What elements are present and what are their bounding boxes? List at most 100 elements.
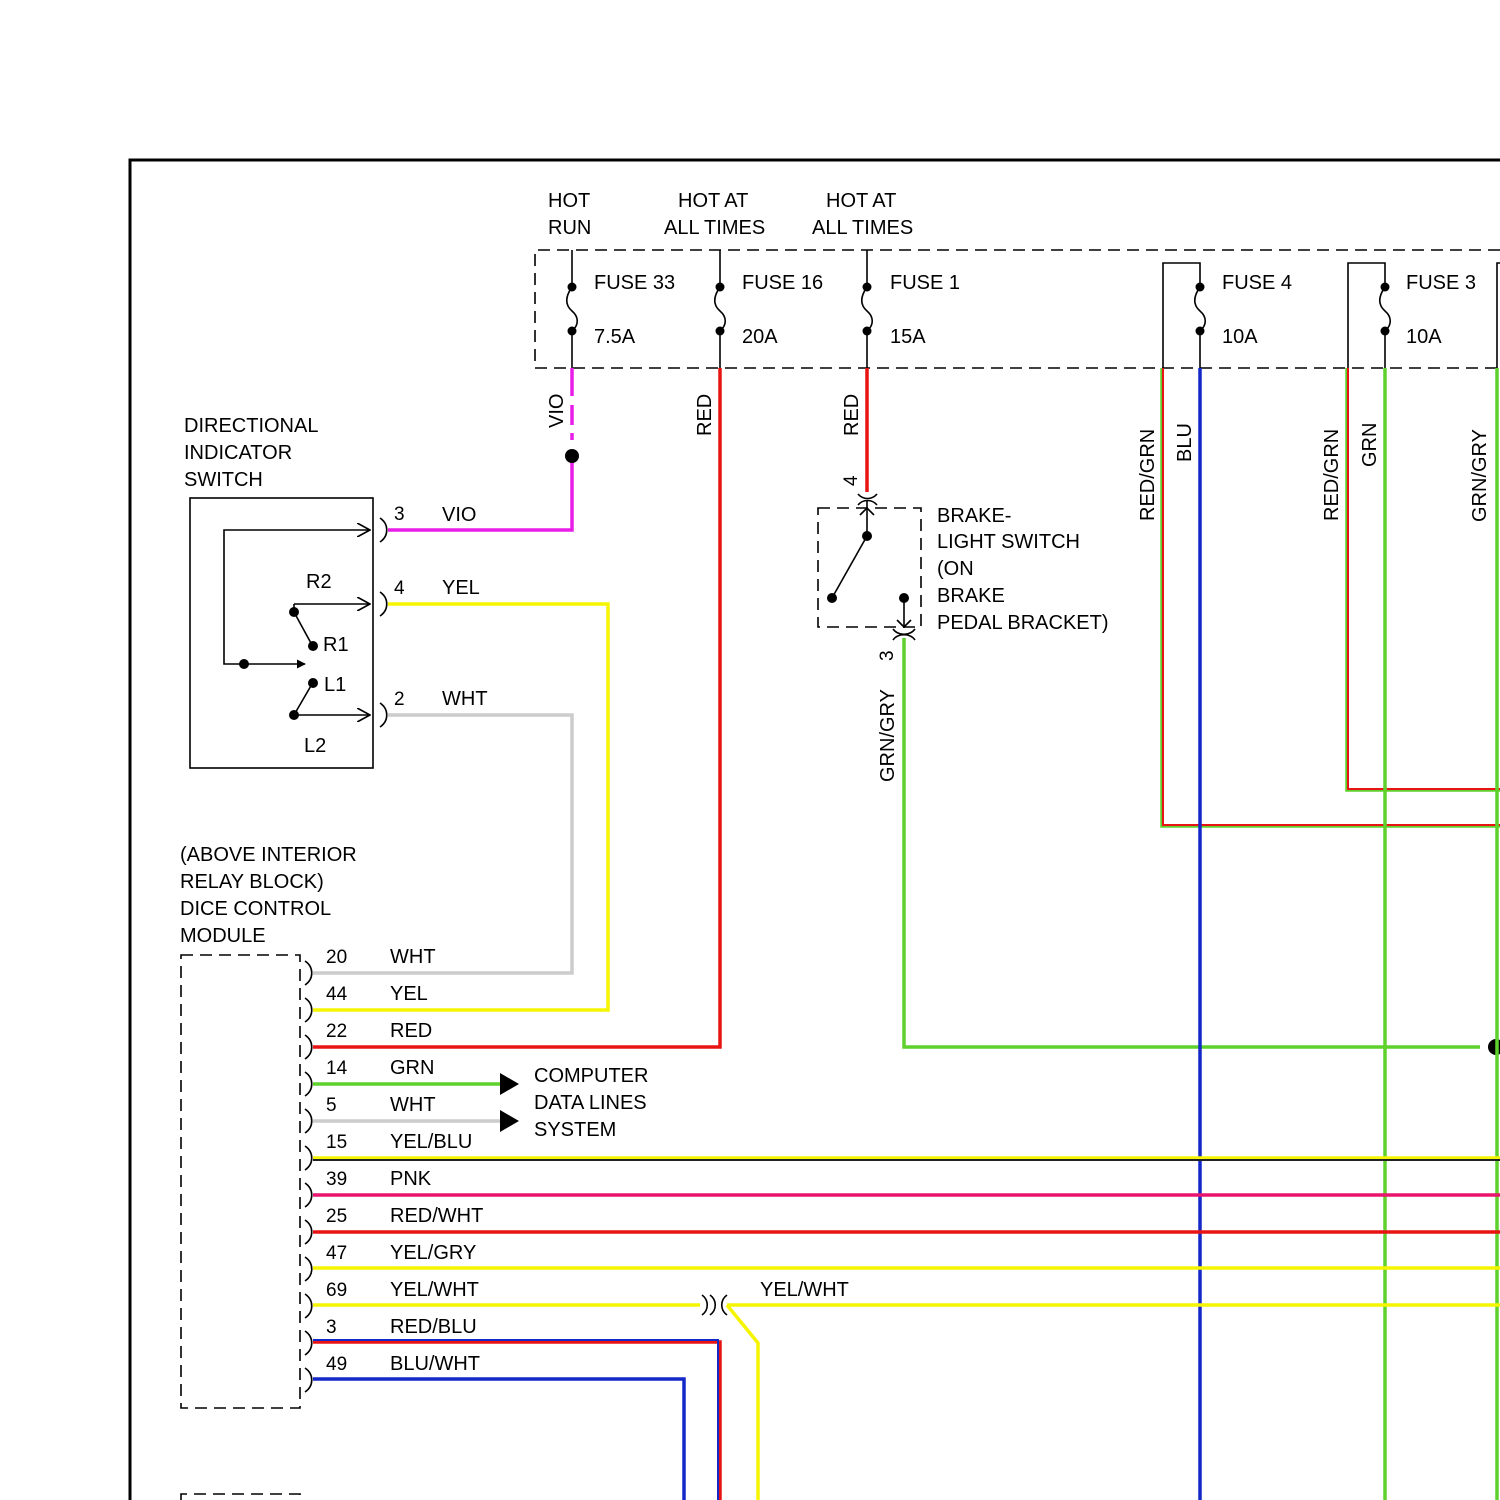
module-title: DICE CONTROL xyxy=(180,898,331,920)
wire-label-yel-wht: YEL/WHT xyxy=(760,1279,849,1301)
wire-yel-blu xyxy=(313,1158,1500,1160)
module-pin-connector xyxy=(305,1220,312,1244)
fuse-33: FUSE 33 7.5A xyxy=(567,250,675,368)
wire-label-grn-gry: GRN/GRY xyxy=(1469,429,1491,522)
brake-switch-title: PEDAL BRACKET) xyxy=(937,612,1109,634)
fuse-rating: 10A xyxy=(1222,326,1258,348)
module-pin-connector xyxy=(305,1331,312,1355)
module-pin-connector xyxy=(305,1257,312,1281)
fuse-4: FUSE 4 10A xyxy=(1163,263,1292,368)
switch-pin-number: 3 xyxy=(394,504,405,525)
fuse-box: HOT RUN HOT AT ALL TIMES HOT AT ALL TIME… xyxy=(535,190,1500,368)
wire-label-red-grn: RED/GRN xyxy=(1321,429,1343,521)
fuse-16: FUSE 16 20A xyxy=(715,250,823,368)
wire-labels: VIO RED RED RED/GRN BLU RED/GRN GRN GRN/… xyxy=(546,394,1491,1301)
brake-pin-in: 4 xyxy=(841,475,862,486)
module-title: MODULE xyxy=(180,925,266,947)
wire-yel xyxy=(313,604,608,1010)
wire-red-fuse16 xyxy=(313,368,720,1047)
fuse-name: FUSE 3 xyxy=(1406,272,1476,294)
module-pin-connector xyxy=(305,1183,312,1207)
brake-switch-title: BRAKE- xyxy=(937,505,1011,527)
module-pin-number: 44 xyxy=(326,984,348,1005)
fuse-name: FUSE 4 xyxy=(1222,272,1292,294)
fuse-1: FUSE 1 15A xyxy=(862,250,960,368)
brake-pin-out: 3 xyxy=(877,650,898,661)
fuse-name: FUSE 16 xyxy=(742,272,823,294)
module-pin-connector xyxy=(305,998,312,1022)
fuse-rating: 7.5A xyxy=(594,326,636,348)
wire-yel-wht xyxy=(313,1295,1500,1500)
module-pin-list: 20WHT44YEL22RED14GRN5WHT15YEL/BLU39PNK25… xyxy=(305,946,483,1392)
brake-light-switch: 4 3 BRAKE- LIGHT SWITCH (ON BRAKE PEDAL … xyxy=(818,475,1109,661)
module-pin-color: YEL/BLU xyxy=(390,1131,472,1153)
switch-title: DIRECTIONAL xyxy=(184,415,318,437)
module-pin-connector xyxy=(305,1294,312,1318)
switch-pin-color: VIO xyxy=(442,504,476,526)
switch-pin-color: WHT xyxy=(442,688,488,710)
fuse-name: FUSE 1 xyxy=(890,272,960,294)
data-lines-label: DATA LINES xyxy=(534,1092,647,1114)
module-pin-color: WHT xyxy=(390,946,436,968)
module-pin-connector xyxy=(305,1072,312,1096)
module-pin-color: GRN xyxy=(390,1057,434,1079)
wire-label-grn-gry: GRN/GRY xyxy=(877,689,899,782)
fuse-3: FUSE 3 10A xyxy=(1348,263,1476,368)
module-pin-number: 47 xyxy=(326,1243,347,1264)
wire-label-red: RED xyxy=(694,394,716,436)
contact-label-r2: R2 xyxy=(306,571,332,593)
wire-label-red-grn: RED/GRN xyxy=(1137,429,1159,521)
module-pin-color: RED xyxy=(390,1020,432,1042)
module-pin-connector xyxy=(305,1109,312,1133)
module-title: RELAY BLOCK) xyxy=(180,871,324,893)
module-pin-color: YEL xyxy=(390,983,428,1005)
contact-label-l1: L1 xyxy=(324,674,346,696)
wire-label-grn: GRN xyxy=(1359,423,1381,467)
fuse-rating: 15A xyxy=(890,326,926,348)
power-label-hot-at-all-times: ALL TIMES xyxy=(664,217,765,239)
data-lines-label: SYSTEM xyxy=(534,1119,616,1141)
switch-pin-number: 2 xyxy=(394,689,405,710)
module-pin-color: PNK xyxy=(390,1168,432,1190)
power-label-hot-run: RUN xyxy=(548,217,591,239)
switch-pin-color: YEL xyxy=(442,577,480,599)
module-pin-number: 14 xyxy=(326,1058,348,1079)
module-pin-color: WHT xyxy=(390,1094,436,1116)
dice-control-module: (ABOVE INTERIOR RELAY BLOCK) DICE CONTRO… xyxy=(180,844,648,1500)
power-label-hot-at-all-times: HOT AT xyxy=(678,190,748,212)
module-pin-number: 39 xyxy=(326,1169,347,1190)
brake-switch-title: (ON xyxy=(937,558,974,580)
module-pin-color: RED/WHT xyxy=(390,1205,483,1227)
module-pin-number: 69 xyxy=(326,1280,347,1301)
module-pin-number: 15 xyxy=(326,1132,347,1153)
module-pin-number: 25 xyxy=(326,1206,347,1227)
module-pin-connector xyxy=(305,1035,312,1059)
power-label-hot-at-all-times: HOT AT xyxy=(826,190,896,212)
brake-switch-title: BRAKE xyxy=(937,585,1005,607)
wire-label-vio: VIO xyxy=(546,394,568,428)
module-pin-connector xyxy=(305,961,312,985)
module-pin-number: 5 xyxy=(326,1095,337,1116)
contact-label-r1: R1 xyxy=(323,634,349,656)
power-label-hot-at-all-times: ALL TIMES xyxy=(812,217,913,239)
module-pin-color: YEL/WHT xyxy=(390,1279,479,1301)
switch-pin-number: 4 xyxy=(394,578,405,599)
module-pin-color: BLU/WHT xyxy=(390,1353,480,1375)
wire-vio xyxy=(388,368,579,530)
module-pin-number: 20 xyxy=(326,947,347,968)
module-pin-number: 3 xyxy=(326,1317,337,1338)
wire-blu-wht xyxy=(313,1379,684,1500)
fuse-name: FUSE 33 xyxy=(594,272,675,294)
contact-label-l2: L2 xyxy=(304,735,326,757)
fuse-rating: 20A xyxy=(742,326,778,348)
module-pin-number: 22 xyxy=(326,1021,347,1042)
wire-label-red: RED xyxy=(841,394,863,436)
module-pin-connector xyxy=(305,1146,312,1170)
brake-switch-title: LIGHT SWITCH xyxy=(937,531,1080,553)
wire-grn-gry-brake xyxy=(904,638,1500,1055)
power-label-hot-run: HOT xyxy=(548,190,590,212)
data-lines-label: COMPUTER xyxy=(534,1065,648,1087)
wire-label-blu: BLU xyxy=(1174,423,1196,462)
module-pin-color: RED/BLU xyxy=(390,1316,477,1338)
